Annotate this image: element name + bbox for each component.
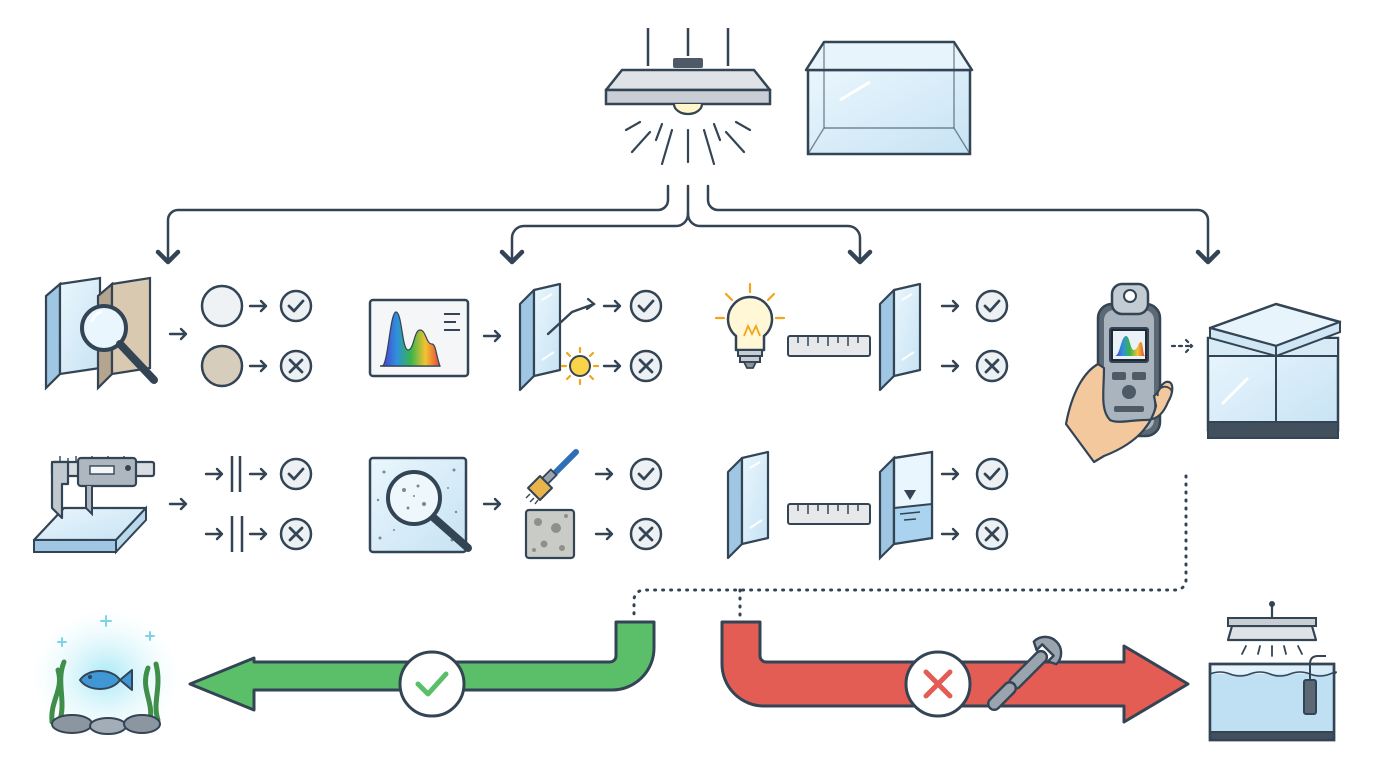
sun-icon [560, 346, 600, 386]
distribution-connectors [155, 184, 1221, 265]
handheld-spectrometer-icon [1064, 282, 1174, 464]
pass-checkmark-icon [975, 457, 1009, 491]
brush-icon [525, 449, 579, 505]
fail-cross-icon [629, 517, 663, 551]
light-bulb-icon [714, 282, 786, 369]
stained-sample-icon [524, 508, 576, 560]
glass-tank-icon [1206, 302, 1342, 439]
glass-pane-icon [878, 282, 922, 392]
lit-aquarium-icon [1208, 601, 1338, 742]
cross-icon [904, 650, 972, 718]
spectrum-transmission-check [368, 282, 663, 392]
checkmark-icon [398, 650, 466, 718]
surface-clarity-check [44, 276, 313, 391]
pass-checkmark-icon [975, 289, 1009, 323]
fail-cross-icon [629, 349, 663, 383]
glass-tank-icon [804, 40, 974, 156]
spectrum-chart-icon [368, 298, 470, 378]
fail-cross-icon [975, 349, 1009, 383]
water-level-check [726, 450, 1009, 561]
ruler-icon [787, 335, 871, 357]
pass-checkmark-icon [279, 289, 313, 323]
glass-pane-magnifier-icon [44, 276, 158, 391]
fail-cross-icon [975, 517, 1009, 551]
fail-cross-icon [279, 349, 313, 383]
glass-pane-icon [518, 282, 562, 392]
wide-gap-icon [204, 516, 268, 552]
glass-pane-icon [726, 450, 770, 560]
ceiling-light-icon [604, 28, 772, 166]
pass-checkmark-icon [629, 289, 663, 323]
outcome-dotted-connectors [632, 474, 1188, 622]
pass-path [188, 620, 656, 718]
pass-checkmark-icon [279, 457, 313, 491]
fail-path [720, 620, 1190, 724]
defect-inspection-check [368, 449, 663, 560]
cloudy-sample-icon [200, 344, 244, 388]
pass-checkmark-icon [629, 457, 663, 491]
caliper-icon [32, 456, 156, 555]
clear-sample-icon [200, 284, 244, 328]
speckled-glass-magnifier-icon [368, 456, 472, 554]
wrench-icon [987, 635, 1063, 711]
thin-gap-icon [204, 456, 268, 492]
light-distance-check [714, 282, 1009, 392]
fail-cross-icon [279, 517, 313, 551]
healthy-aquarium-icon [32, 610, 180, 742]
water-panel-icon [878, 450, 934, 561]
ruler-icon [787, 503, 871, 525]
meter-dotted-arrow [1170, 338, 1194, 354]
thickness-check [32, 456, 313, 555]
